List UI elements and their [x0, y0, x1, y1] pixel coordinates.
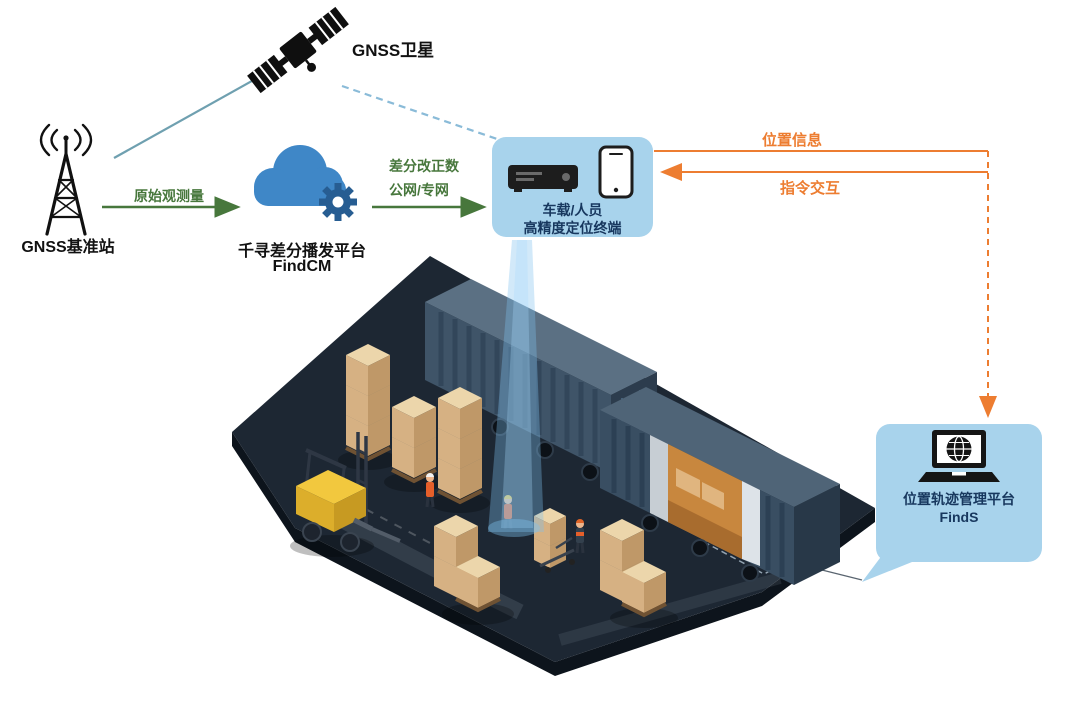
terminal-label-line2: 高精度定位终端	[523, 220, 622, 236]
raw-observation-label: 原始观测量	[134, 188, 204, 204]
correction-label-line1: 差分改正数	[389, 158, 459, 174]
gnss-satellite-icon	[247, 6, 349, 94]
management-platform-panel: 位置轨迹管理平台 FindS	[876, 424, 1042, 562]
base-station-icon	[39, 123, 93, 236]
laptop-globe-icon	[918, 430, 1000, 482]
platform-side	[232, 432, 875, 676]
cloud-platform-name: 千寻差分播发平台	[237, 243, 366, 260]
forklift	[296, 432, 401, 552]
pallet-bottom-right	[600, 519, 667, 618]
worker-2	[503, 495, 513, 530]
pallet-jack	[534, 508, 575, 573]
gear-icon	[319, 183, 357, 221]
smartphone-icon	[598, 145, 633, 199]
cloud-platform-icon	[254, 145, 357, 221]
pallet-stacks	[345, 344, 483, 505]
correction-label-line2: 公网/专网	[389, 182, 449, 198]
terminal-label-line1: 车载/人员	[542, 202, 603, 218]
receiver-icon	[507, 165, 578, 192]
positioning-beam	[488, 240, 544, 537]
pallet-bottom-center	[434, 515, 501, 613]
command-interaction-label: 指令交互	[780, 180, 841, 197]
marked-zone	[702, 515, 820, 575]
cloud-platform-product: FindCM	[272, 258, 332, 275]
management-platform-product: FindS	[939, 509, 979, 525]
position-info-label: 位置信息	[762, 132, 823, 149]
worker-3	[575, 519, 585, 554]
management-platform-name: 位置轨迹管理平台	[903, 491, 1015, 507]
warehouse-illustration	[232, 240, 875, 676]
terminal-panel: 车载/人员 高精度定位终端	[492, 137, 653, 237]
container-2	[600, 387, 840, 585]
receiver-and-phone-icon	[507, 145, 633, 199]
platform-top	[232, 256, 875, 662]
satellite-label: GNSS卫星	[352, 41, 435, 60]
base-station-label: GNSS基准站	[21, 239, 115, 256]
connector-lines	[102, 71, 997, 581]
worker-1	[425, 473, 435, 508]
globe-icon	[946, 435, 972, 463]
